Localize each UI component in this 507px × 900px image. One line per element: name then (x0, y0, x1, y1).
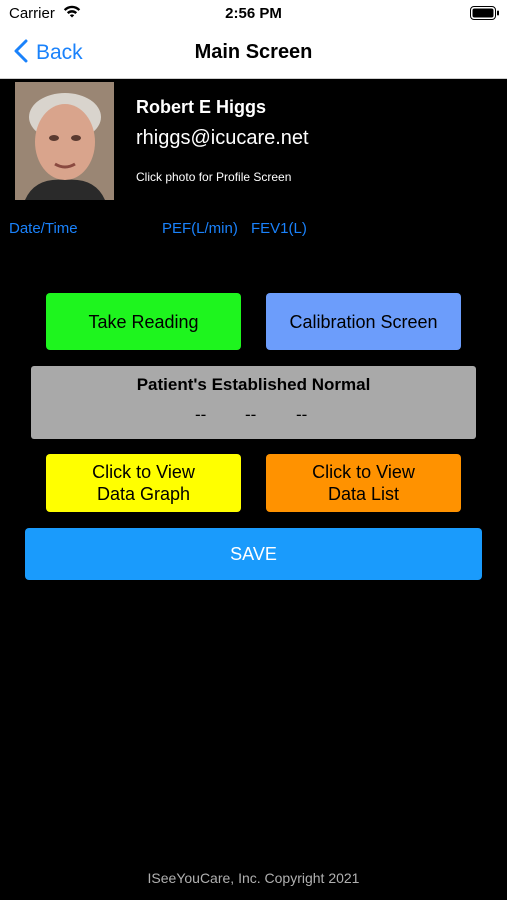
column-header-datetime: Date/Time (9, 220, 78, 237)
normal-value-pef: -- (195, 405, 207, 424)
normal-value-ratio: -- (296, 405, 308, 424)
battery-icon (470, 6, 500, 26)
chevron-left-icon (14, 39, 28, 68)
status-bar: Carrier 2:56 PM (0, 0, 507, 30)
copyright-footer: ISeeYouCare, Inc. Copyright 2021 (147, 870, 360, 886)
take-reading-button[interactable]: Take Reading (46, 293, 241, 350)
carrier-label: Carrier (9, 5, 55, 22)
column-header-fev1: FEV1(L) (251, 220, 307, 237)
list-label-line1: Click to View (312, 462, 415, 482)
list-label-line2: Data List (327, 484, 400, 504)
take-reading-label: Take Reading (88, 311, 199, 332)
calibration-label: Calibration Screen (289, 311, 438, 332)
back-label: Back (36, 41, 83, 64)
established-normal-panel: Patient's Established Normal -- -- -- (31, 366, 476, 439)
profile-name: Robert E Higgs (136, 97, 267, 117)
profile-hint: Click photo for Profile Screen (136, 170, 292, 184)
graph-label-line2: Data Graph (96, 484, 191, 504)
avatar-image (15, 82, 114, 200)
back-button[interactable]: Back (14, 38, 83, 68)
wifi-icon (62, 4, 82, 24)
view-data-graph-button[interactable]: Click to View Data Graph (46, 454, 241, 512)
clock: 2:56 PM (225, 5, 282, 22)
save-button[interactable]: SAVE (25, 528, 482, 580)
profile-email: rhiggs@icucare.net (136, 127, 309, 149)
calibration-screen-button[interactable]: Calibration Screen (266, 293, 461, 350)
navigation-bar: Back Main Screen (0, 30, 507, 79)
graph-label-line1: Click to View (92, 462, 195, 482)
view-data-list-button[interactable]: Click to View Data List (266, 454, 461, 512)
normal-value-fev1: -- (245, 405, 257, 424)
column-header-pef: PEF(L/min) (162, 220, 238, 237)
established-normal-title: Patient's Established Normal (136, 375, 371, 394)
profile-photo[interactable] (15, 82, 114, 200)
save-label: SAVE (230, 543, 277, 564)
